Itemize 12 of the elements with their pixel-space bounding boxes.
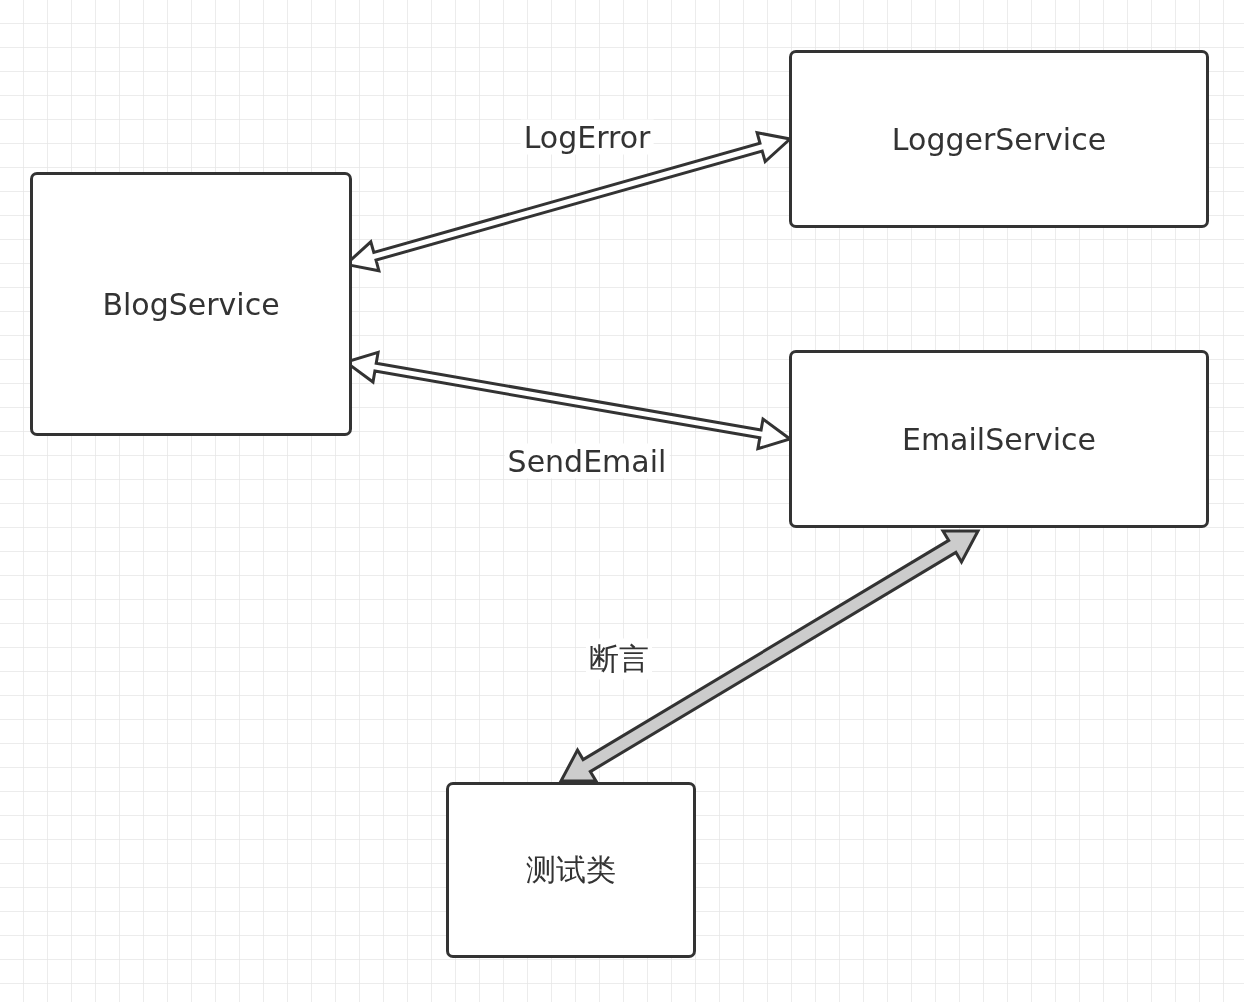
edge-label: LogError <box>520 119 654 155</box>
service-box <box>446 782 696 958</box>
service-box <box>789 50 1209 228</box>
service-box <box>789 350 1209 528</box>
box-label: LoggerService <box>891 121 1107 157</box>
double-arrow <box>558 529 981 783</box>
box-label: EmailService <box>901 421 1097 457</box>
edge-label: SendEmail <box>504 443 670 479</box>
box-label: BlogService <box>102 286 280 322</box>
edge-label: 断言 <box>586 638 652 680</box>
service-box <box>30 172 352 436</box>
box-label: 测试类 <box>526 850 616 889</box>
